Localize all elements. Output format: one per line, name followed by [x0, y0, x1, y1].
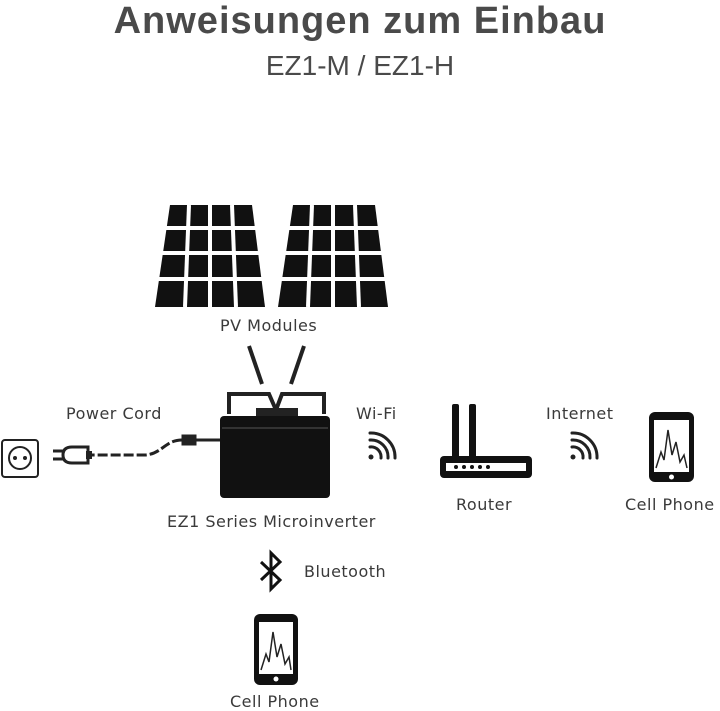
cell-phone-label-right: Cell Phone [625, 495, 715, 514]
router-label: Router [456, 495, 513, 514]
power-cord-icon [90, 434, 220, 457]
router-icon [440, 404, 532, 478]
power-outlet-icon [1, 439, 39, 478]
wifi-icon [368, 431, 397, 460]
bluetooth-label: Bluetooth [304, 562, 387, 581]
solar-panel-right-icon [278, 204, 388, 308]
power-cord-label: Power Cord [66, 404, 162, 423]
power-plug-icon [53, 445, 92, 465]
microinverter-label: EZ1 Series Microinverter [167, 512, 376, 531]
microinverter-icon [220, 392, 330, 498]
page-subtitle: EZ1-M / EZ1-H [265, 50, 455, 81]
internet-label: Internet [546, 404, 614, 423]
pv-modules-label: PV Modules [220, 316, 318, 335]
pv-cables [247, 345, 306, 385]
internet-signal-icon [570, 431, 599, 460]
solar-panel-left-icon [155, 204, 265, 308]
cell-phone-right-icon [649, 412, 694, 482]
bluetooth-icon [259, 549, 283, 593]
wifi-label: Wi-Fi [356, 404, 397, 423]
cell-phone-label-bottom: Cell Phone [230, 692, 320, 711]
page-title: Anweisungen zum Einbau [113, 0, 607, 42]
cell-phone-bottom-icon [254, 614, 298, 685]
